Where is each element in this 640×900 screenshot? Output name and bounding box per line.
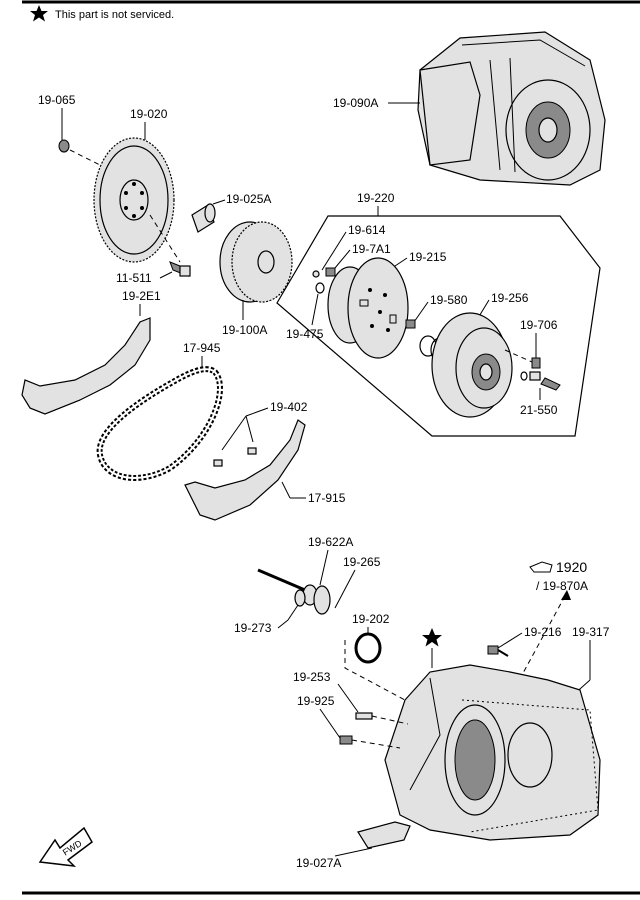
subassembly-box	[276, 215, 601, 437]
label-19-025A: 19-025A	[226, 192, 271, 206]
label-19-216: 19-216	[524, 625, 562, 639]
small-seal-19-614[interactable]	[312, 270, 320, 278]
o-ring-19-202[interactable]	[354, 632, 382, 664]
label-19-090A: 19-090A	[333, 96, 378, 110]
label-19-256: 19-256	[491, 291, 529, 305]
plug-19-925[interactable]	[339, 735, 353, 745]
label-19-273: 19-273	[234, 621, 272, 635]
transaxle-case[interactable]	[384, 664, 601, 841]
pump-cover-19-256[interactable]	[431, 312, 513, 418]
not-serviced-star-icon	[422, 628, 442, 647]
label-21-550: 21-550	[520, 403, 558, 417]
transaxle-assembly[interactable]	[417, 31, 606, 186]
valve-19-706[interactable]	[520, 357, 541, 381]
label-19-027A: 19-027A	[296, 856, 341, 870]
pins-19-402[interactable]	[213, 447, 257, 467]
label-11-511: 11-511	[116, 271, 152, 285]
bracket-19-027A[interactable]	[357, 821, 411, 849]
label-19-402: 19-402	[270, 400, 308, 414]
bolt-19-216[interactable]	[487, 645, 509, 657]
bolt-19-7A1[interactable]	[325, 267, 336, 277]
shaft-19-622A[interactable]	[257, 568, 318, 607]
label-19-706: 19-706	[520, 318, 558, 332]
label-19-020: 19-020	[130, 107, 168, 121]
reference-1920[interactable]: 1920 / 19-870A	[529, 559, 588, 593]
label-19-580: 19-580	[430, 293, 468, 307]
o-ring-19-475[interactable]	[315, 282, 325, 294]
bolt-11-511[interactable]	[169, 261, 191, 277]
star-icon	[30, 5, 48, 22]
label-19-215: 19-215	[409, 250, 447, 264]
label-19-614: 19-614	[348, 223, 386, 237]
bolt-19-065[interactable]	[58, 139, 70, 153]
label-19-622A: 19-622A	[308, 535, 353, 549]
label-19-2E1: 19-2E1	[122, 289, 161, 303]
seal-19-265[interactable]	[313, 585, 331, 615]
drive-chain[interactable]	[96, 366, 223, 481]
label-19-925: 19-925	[297, 694, 335, 708]
label-19-100A: 19-100A	[222, 323, 267, 337]
reference-group: 1920	[556, 559, 587, 575]
label-19-202: 19-202	[352, 612, 390, 626]
flex-plate[interactable]	[93, 137, 175, 263]
fwd-arrow-icon	[38, 826, 93, 867]
forward-arrow: FWD	[38, 826, 93, 867]
reference-part: / 19-870A	[536, 579, 588, 593]
label-17-945: 17-945	[183, 341, 221, 355]
dowel-19-253[interactable]	[355, 712, 373, 720]
label-19-475: 19-475	[286, 327, 324, 341]
legend-note: This part is not serviced.	[55, 9, 174, 21]
bolt-19-580[interactable]	[405, 319, 416, 329]
pointing-hand-icon	[529, 561, 553, 573]
label-19-265: 19-265	[343, 555, 381, 569]
bolt-21-550[interactable]	[540, 377, 561, 391]
legend: This part is not serviced.	[30, 5, 174, 22]
bushing-19-025A[interactable]	[191, 203, 216, 233]
oil-pump-body[interactable]	[327, 257, 409, 359]
label-17-915: 17-915	[308, 491, 346, 505]
label-19-7A1: 19-7A1	[352, 242, 391, 256]
chain-guide[interactable]	[184, 419, 306, 521]
shield-19-2E1[interactable]	[21, 317, 151, 415]
label-19-253: 19-253	[293, 670, 331, 684]
label-19-065: 19-065	[38, 93, 76, 107]
label-19-220: 19-220	[357, 191, 395, 205]
torque-converter[interactable]	[219, 221, 293, 303]
label-19-317: 19-317	[572, 625, 610, 639]
